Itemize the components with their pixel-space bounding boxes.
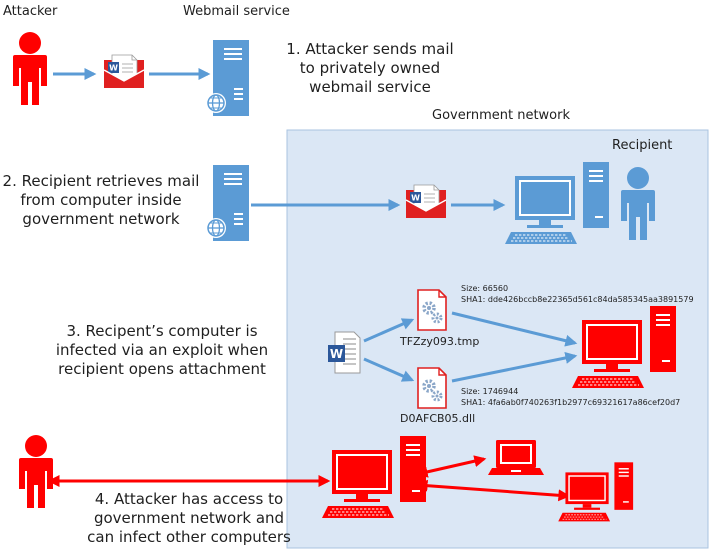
file-1-name: TFZzy093.tmp: [400, 335, 480, 348]
step-1-line: 1. Attacker sends mail: [286, 40, 454, 58]
step-2-line: from computer inside: [20, 191, 182, 209]
step-3-line: infected via an exploit when: [55, 341, 269, 359]
attacker-icon: [13, 32, 47, 105]
file-2-size: Size: 1746944: [461, 387, 519, 396]
arrow-doc-to-tmp-file: [363, 318, 415, 343]
webmail-service-label: Webmail service: [183, 4, 290, 19]
arrow-dll-to-infected-computer: [451, 352, 578, 383]
arrow-doc-to-dll-file: [363, 357, 415, 382]
server-icon: [205, 164, 250, 242]
step-2-text: 2. Recipient retrieves mail from compute…: [1, 172, 201, 229]
file-2-sha1: SHA1: 4fa6ab0f740263f1b2977c69321617a86c…: [461, 398, 681, 407]
step-3-line: recipient opens attachment: [58, 360, 266, 378]
file-2-name: D0AFCB05.dll: [400, 412, 476, 425]
recipient-label: Recipient: [612, 138, 673, 153]
file-1-size: Size: 66560: [461, 284, 509, 293]
attacker-icon: [19, 435, 53, 508]
step-4-text: 4. Attacker has access to government net…: [69, 490, 309, 547]
step-3-line: 3. Recipent’s computer is: [66, 322, 258, 340]
arrow-network-to-laptop: [415, 455, 487, 478]
step-2-line: 2. Recipient retrieves mail: [2, 172, 200, 190]
step-1-line: to privately owned: [299, 59, 441, 77]
step-2-line: government network: [22, 210, 180, 228]
step-4-line: 4. Attacker has access to: [94, 490, 284, 508]
gear-file-icon: [416, 288, 448, 332]
arrow-network-to-computer: [415, 479, 571, 502]
step-4-line: government network and: [93, 509, 285, 527]
step-4-line: can infect other computers: [87, 528, 291, 546]
gear-file-icon: [416, 366, 448, 410]
file-1-sha1: SHA1: dde426bccb8e22365d561c84da585345aa…: [461, 295, 694, 304]
arrow-tmp-to-infected-computer: [451, 311, 578, 347]
step-1-text: 1. Attacker sends mail to privately owne…: [270, 40, 470, 97]
envelope-icon: [103, 54, 145, 89]
laptop-icon: [488, 440, 544, 475]
step-3-text: 3. Recipent’s computer is infected via a…: [37, 322, 287, 379]
government-network-label: Government network: [432, 108, 570, 123]
server-icon: [205, 39, 250, 117]
step-1-line: webmail service: [309, 78, 431, 96]
attacker-label: Attacker: [3, 4, 58, 19]
